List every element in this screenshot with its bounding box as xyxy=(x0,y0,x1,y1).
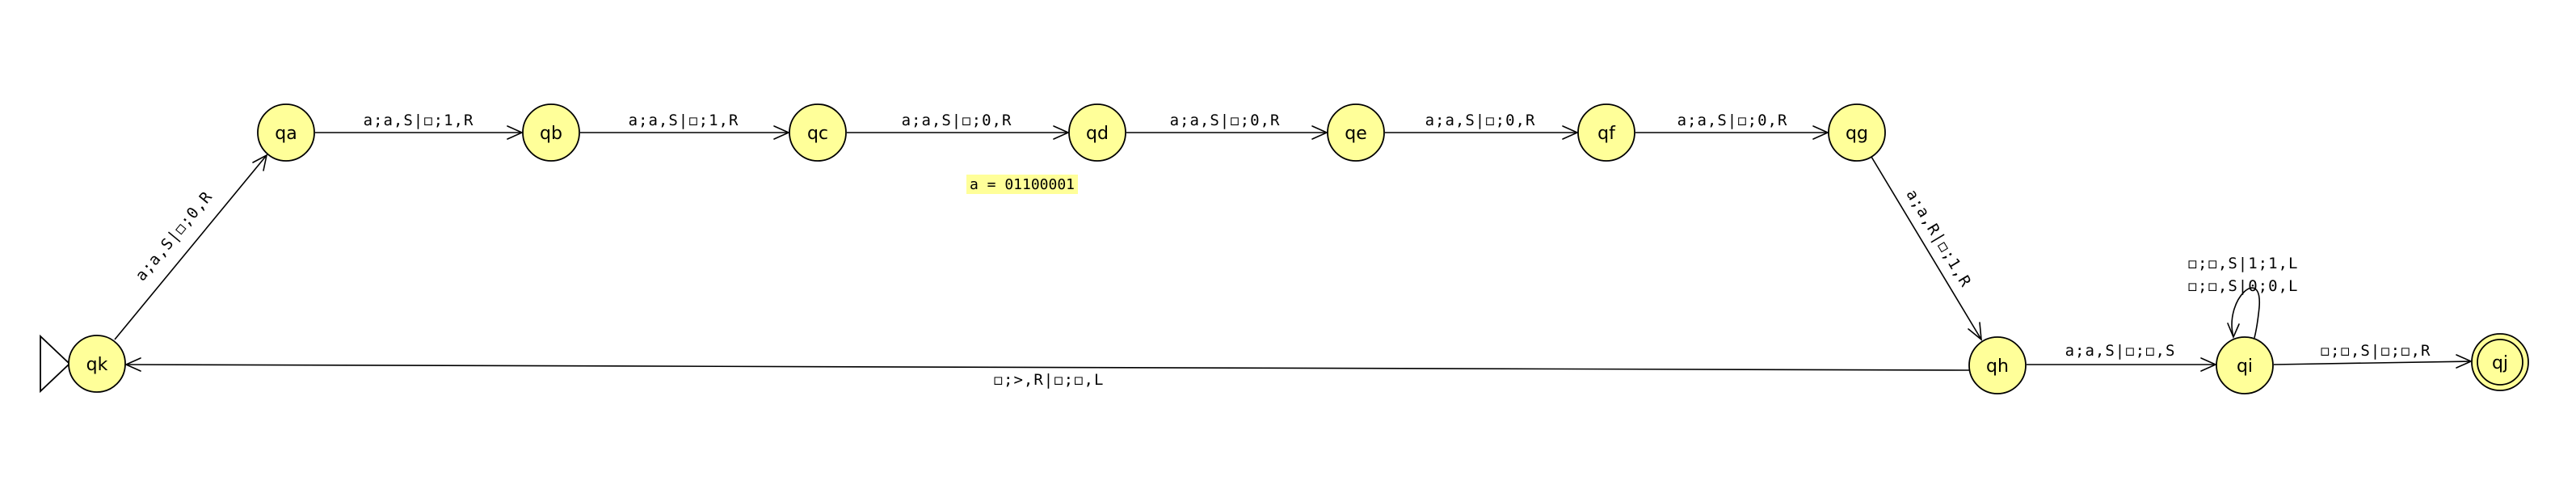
state-qb[interactable]: qb xyxy=(522,103,580,162)
edge-qk-qa: a;a,S|◻;0,R xyxy=(114,154,268,340)
edge-label-qh-qi: a;a,S|◻;◻,S xyxy=(2065,342,2176,360)
edge-label-qb-qc: a;a,S|◻;1,R xyxy=(629,112,739,129)
state-label: qj xyxy=(2492,353,2508,373)
edge-label-qk-qa: a;a,S|◻;0,R xyxy=(132,188,216,285)
edge-qi-self-loop: ◻;◻,S|1;1,L ◻;◻,S|0;0,L xyxy=(2188,255,2299,340)
edge-qc-qd: a;a,S|◻;0,R xyxy=(847,112,1070,140)
state-label: qa xyxy=(275,124,297,144)
edge-qe-qf: a;a,S|◻;0,R xyxy=(1385,112,1579,140)
edge-qb-qc: a;a,S|◻;1,R xyxy=(580,112,790,140)
state-label: qk xyxy=(86,355,108,375)
state-label: qb xyxy=(540,124,562,144)
state-label: qg xyxy=(1846,124,1868,144)
edge-qa-qb: a;a,S|◻;1,R xyxy=(315,112,524,140)
start-state-marker xyxy=(40,334,71,394)
edge-qf-qg: a;a,S|◻;0,R xyxy=(1635,112,1829,140)
edge-qd-qe: a;a,S|◻;0,R xyxy=(1126,112,1328,140)
edge-label-qi-self-2: ◻;◻,S|0;0,L xyxy=(2188,277,2299,295)
edge-label-qf-qg: a;a,S|◻;0,R xyxy=(1677,112,1788,129)
edge-label-qi-self-1: ◻;◻,S|1;1,L xyxy=(2188,255,2299,272)
edge-label-qd-qe: a;a,S|◻;0,R xyxy=(1170,112,1281,129)
state-qe[interactable]: qe xyxy=(1327,103,1385,162)
state-qj-accept[interactable]: qj xyxy=(2471,333,2529,391)
edge-label-qc-qd: a;a,S|◻;0,R xyxy=(902,112,1012,129)
state-label: qf xyxy=(1597,124,1616,144)
edge-qh-qk: ◻;>,R|◻;◻,L xyxy=(124,357,1971,389)
edge-label-qh-qk: ◻;>,R|◻;◻,L xyxy=(994,371,1105,389)
state-qa[interactable]: qa xyxy=(257,103,315,162)
state-qc[interactable]: qc xyxy=(789,103,847,162)
edge-qi-qj: ◻;◻,S|◻;◻,R xyxy=(2273,342,2473,369)
state-qh[interactable]: qh xyxy=(1968,336,2027,394)
state-qi[interactable]: qi xyxy=(2216,336,2274,394)
state-label: qe xyxy=(1345,124,1367,144)
state-label: qd xyxy=(1086,124,1109,144)
state-label: qi xyxy=(2237,356,2253,377)
state-qg[interactable]: qg xyxy=(1828,103,1886,162)
state-qd[interactable]: qd xyxy=(1068,103,1126,162)
state-qf[interactable]: qf xyxy=(1577,103,1635,162)
edge-qh-qi: a;a,S|◻;◻,S xyxy=(2027,342,2217,372)
state-label: qh xyxy=(1986,356,2009,377)
edge-label-qe-qf: a;a,S|◻;0,R xyxy=(1425,112,1536,129)
edge-label-qi-qj: ◻;◻,S|◻;◻,R xyxy=(2321,342,2431,360)
edge-label-qa-qb: a;a,S|◻;1,R xyxy=(364,112,474,129)
state-qk-start[interactable]: qk xyxy=(68,335,126,393)
edge-label-qg-qh: a;a,R|◻;1,R xyxy=(1902,187,1974,291)
note-annotation: a = 01100001 xyxy=(966,175,1078,194)
note-text: a = 01100001 xyxy=(970,176,1075,193)
state-label: qc xyxy=(807,124,828,144)
edge-qg-qh: a;a,R|◻;1,R xyxy=(1871,156,1982,341)
accept-inner-ring xyxy=(2477,339,2523,386)
